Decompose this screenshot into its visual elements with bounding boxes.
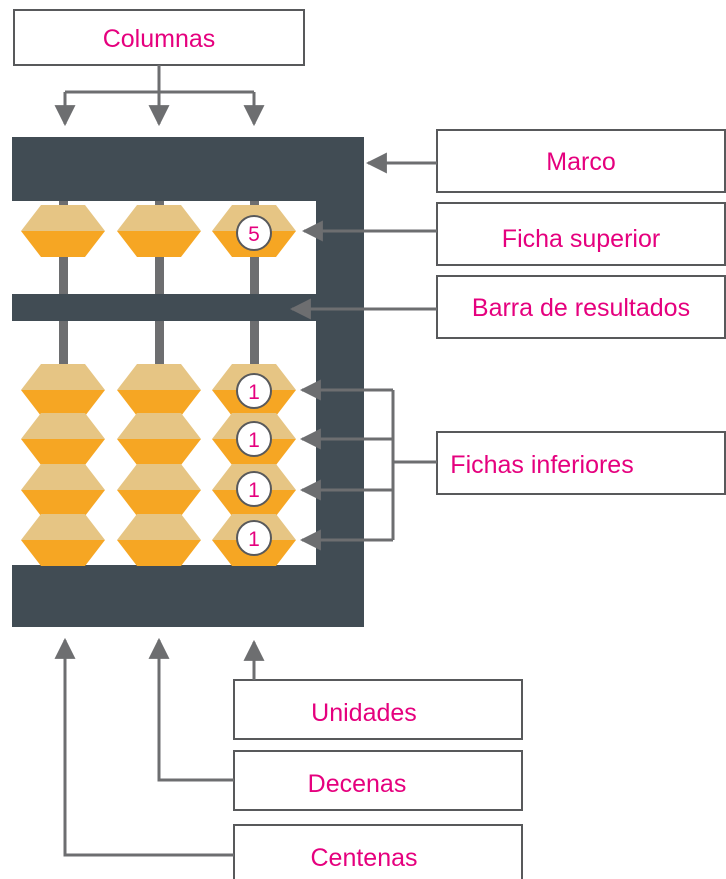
frame-right-bar xyxy=(316,137,364,627)
frame-bottom-bar xyxy=(12,565,364,627)
connectors xyxy=(54,65,437,857)
barra-resultados-label: Barra de resultados xyxy=(436,275,726,339)
lower-badge-circle xyxy=(236,373,272,409)
bead-bottom-half xyxy=(21,390,105,416)
lower-badge-value: 1 xyxy=(248,479,260,502)
bead-top-half xyxy=(117,205,201,231)
fichas-inferiores-label: Fichas inferiores xyxy=(436,431,726,495)
decenas-box xyxy=(233,750,523,811)
abacus-frame xyxy=(12,137,364,627)
fichas-inferiores-text: Fichas inferiores xyxy=(450,451,633,479)
barra-resultados-text: Barra de resultados xyxy=(472,294,690,322)
marco-text: Marco xyxy=(546,148,615,176)
lower-badge: 1 xyxy=(236,520,272,556)
bead-bottom-half xyxy=(117,490,201,516)
bead-bottom-half xyxy=(21,490,105,516)
bead-bottom-half xyxy=(117,439,201,465)
bead-top-half xyxy=(21,205,105,231)
decenas-text: Decenas xyxy=(308,770,407,798)
bead-bottom-half xyxy=(117,540,201,566)
lower-bead-decenas xyxy=(117,514,201,566)
columnas-label: Columnas xyxy=(13,9,305,66)
lower-bead-centenas xyxy=(21,464,105,516)
bead-bottom-half xyxy=(21,231,105,257)
barra-resultados-box xyxy=(436,275,726,339)
lower-badge: 1 xyxy=(236,373,272,409)
lower-bead-centenas xyxy=(21,413,105,465)
bead-top-half xyxy=(117,413,201,439)
bead-bottom-half xyxy=(21,439,105,465)
upper-badge-value: 5 xyxy=(248,223,260,246)
ficha-superior-box xyxy=(436,202,726,266)
bead-bottom-half xyxy=(21,540,105,566)
bead-top-half xyxy=(21,464,105,490)
lower-badge-circle xyxy=(236,421,272,457)
marco-box xyxy=(436,129,726,193)
unidades-label: Unidades xyxy=(233,679,523,740)
decenas-label: Decenas xyxy=(233,750,523,811)
lower-badge-circle xyxy=(236,471,272,507)
upper-bead-decenas xyxy=(117,205,201,257)
lower-bead-decenas xyxy=(117,464,201,516)
upper-bead-centenas xyxy=(21,205,105,257)
marco-label: Marco xyxy=(436,129,726,193)
decenas-connector xyxy=(148,637,234,782)
upper-badge: 5 xyxy=(236,215,272,251)
lower-bead-decenas xyxy=(117,413,201,465)
unidades-text: Unidades xyxy=(311,699,417,727)
centenas-label: Centenas xyxy=(233,824,523,879)
bead-top-half xyxy=(117,464,201,490)
lower-badge-value: 1 xyxy=(248,429,260,452)
lower-badge-circle xyxy=(236,520,272,556)
columnas-box xyxy=(13,9,305,66)
bead-top-half xyxy=(21,514,105,540)
lower-badge: 1 xyxy=(236,421,272,457)
lower-bead-centenas xyxy=(21,364,105,416)
unidades-box xyxy=(233,679,523,740)
lower-badge-value: 1 xyxy=(248,528,260,551)
lower-bead-centenas xyxy=(21,514,105,566)
bead-bottom-half xyxy=(117,390,201,416)
ficha-superior-text: Ficha superior xyxy=(502,225,660,253)
result-bar xyxy=(12,294,332,321)
lower-bead-decenas xyxy=(117,364,201,416)
ficha-superior-label: Ficha superior xyxy=(436,202,726,266)
columnas-text: Columnas xyxy=(103,25,216,53)
bead-top-half xyxy=(21,364,105,390)
lower-badge: 1 xyxy=(236,471,272,507)
centenas-text: Centenas xyxy=(310,844,417,872)
lower-badge-value: 1 xyxy=(248,381,260,404)
centenas-connector xyxy=(54,637,234,857)
frame-top-bar xyxy=(12,137,364,201)
bead-top-half xyxy=(117,364,201,390)
bead-bottom-half xyxy=(117,231,201,257)
bead-top-half xyxy=(117,514,201,540)
upper-badge-circle xyxy=(236,215,272,251)
bead-top-half xyxy=(21,413,105,439)
